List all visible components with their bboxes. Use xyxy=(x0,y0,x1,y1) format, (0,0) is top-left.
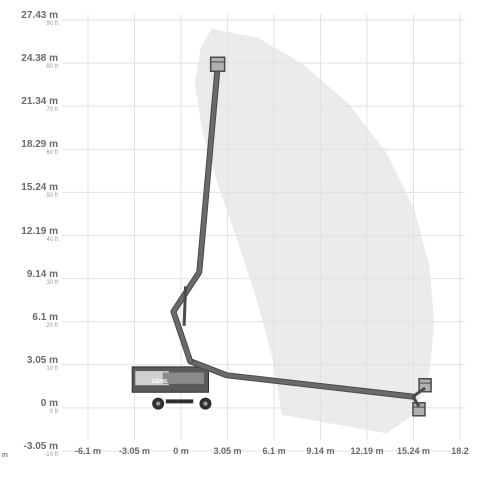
y-tick-feet: 70 ft xyxy=(46,107,58,114)
y-tick-feet: 10 ft xyxy=(46,365,58,372)
machine-counterweight-panel xyxy=(135,371,169,386)
y-tick-feet: 80 ft xyxy=(46,64,58,71)
y-tick-meters: 9.14 m xyxy=(26,268,58,280)
brand-mark: GENIE xyxy=(152,379,168,385)
y-tick-meters: 18.29 m xyxy=(21,139,58,151)
x-tick-label-2: 0 m xyxy=(173,446,189,456)
y-tick-meters: 6.1 m xyxy=(32,311,58,323)
y-tick-meters: 27.43 m xyxy=(21,10,58,21)
working-envelope xyxy=(194,28,435,434)
unit-label: m xyxy=(2,452,8,459)
y-tick-feet: -10 ft xyxy=(44,452,58,458)
x-tick-label-5: 9.14 m xyxy=(306,446,335,456)
x-tick-label-8: 18.2 xyxy=(451,446,469,456)
machine-axle xyxy=(165,399,194,404)
lower-basket-link xyxy=(411,395,421,408)
machine-wheel-hub-1 xyxy=(203,401,208,406)
y-tick-label-10: -3.05 m-10 ft xyxy=(0,441,58,459)
y-tick-meters: 21.34 m xyxy=(21,96,58,108)
upper-platform-basket xyxy=(209,56,226,73)
x-tick-label-3: 3.05 m xyxy=(213,446,242,456)
y-tick-meters: -3.05 m xyxy=(23,441,58,452)
x-tick-label-1: -3.05 m xyxy=(119,446,151,456)
y-tick-meters: 24.38 m xyxy=(21,53,58,65)
horizontal-boom xyxy=(188,359,415,399)
upright-boom-outline xyxy=(170,64,221,365)
y-tick-meters: 3.05 m xyxy=(26,354,58,366)
extended-basket-link xyxy=(412,386,426,398)
x-tick-label-7: 15.24 m xyxy=(396,446,430,456)
x-tick-label-0: -6.1 m xyxy=(74,446,102,456)
y-tick-feet: 30 ft xyxy=(46,279,58,286)
y-tick-feet: 0 ft xyxy=(49,408,58,415)
y-tick-meters: 0 m xyxy=(40,397,58,409)
x-tick-label-4: 6.1 m xyxy=(262,446,286,456)
y-tick-feet: 40 ft xyxy=(46,236,58,243)
lowered-platform-basket xyxy=(412,402,426,417)
machine-wheel-hub-0 xyxy=(155,401,161,406)
y-tick-feet: 90 ft xyxy=(46,21,58,27)
machine-turntable xyxy=(162,372,204,384)
x-tick-label-6: 12.19 m xyxy=(350,446,384,456)
y-tick-feet: 20 ft xyxy=(46,322,58,329)
y-tick-feet: 60 ft xyxy=(46,150,58,157)
y-tick-meters: 12.19 m xyxy=(21,225,58,237)
jib-link xyxy=(182,286,188,326)
y-tick-feet: 50 ft xyxy=(46,193,58,200)
y-tick-meters: 15.24 m xyxy=(21,182,58,194)
